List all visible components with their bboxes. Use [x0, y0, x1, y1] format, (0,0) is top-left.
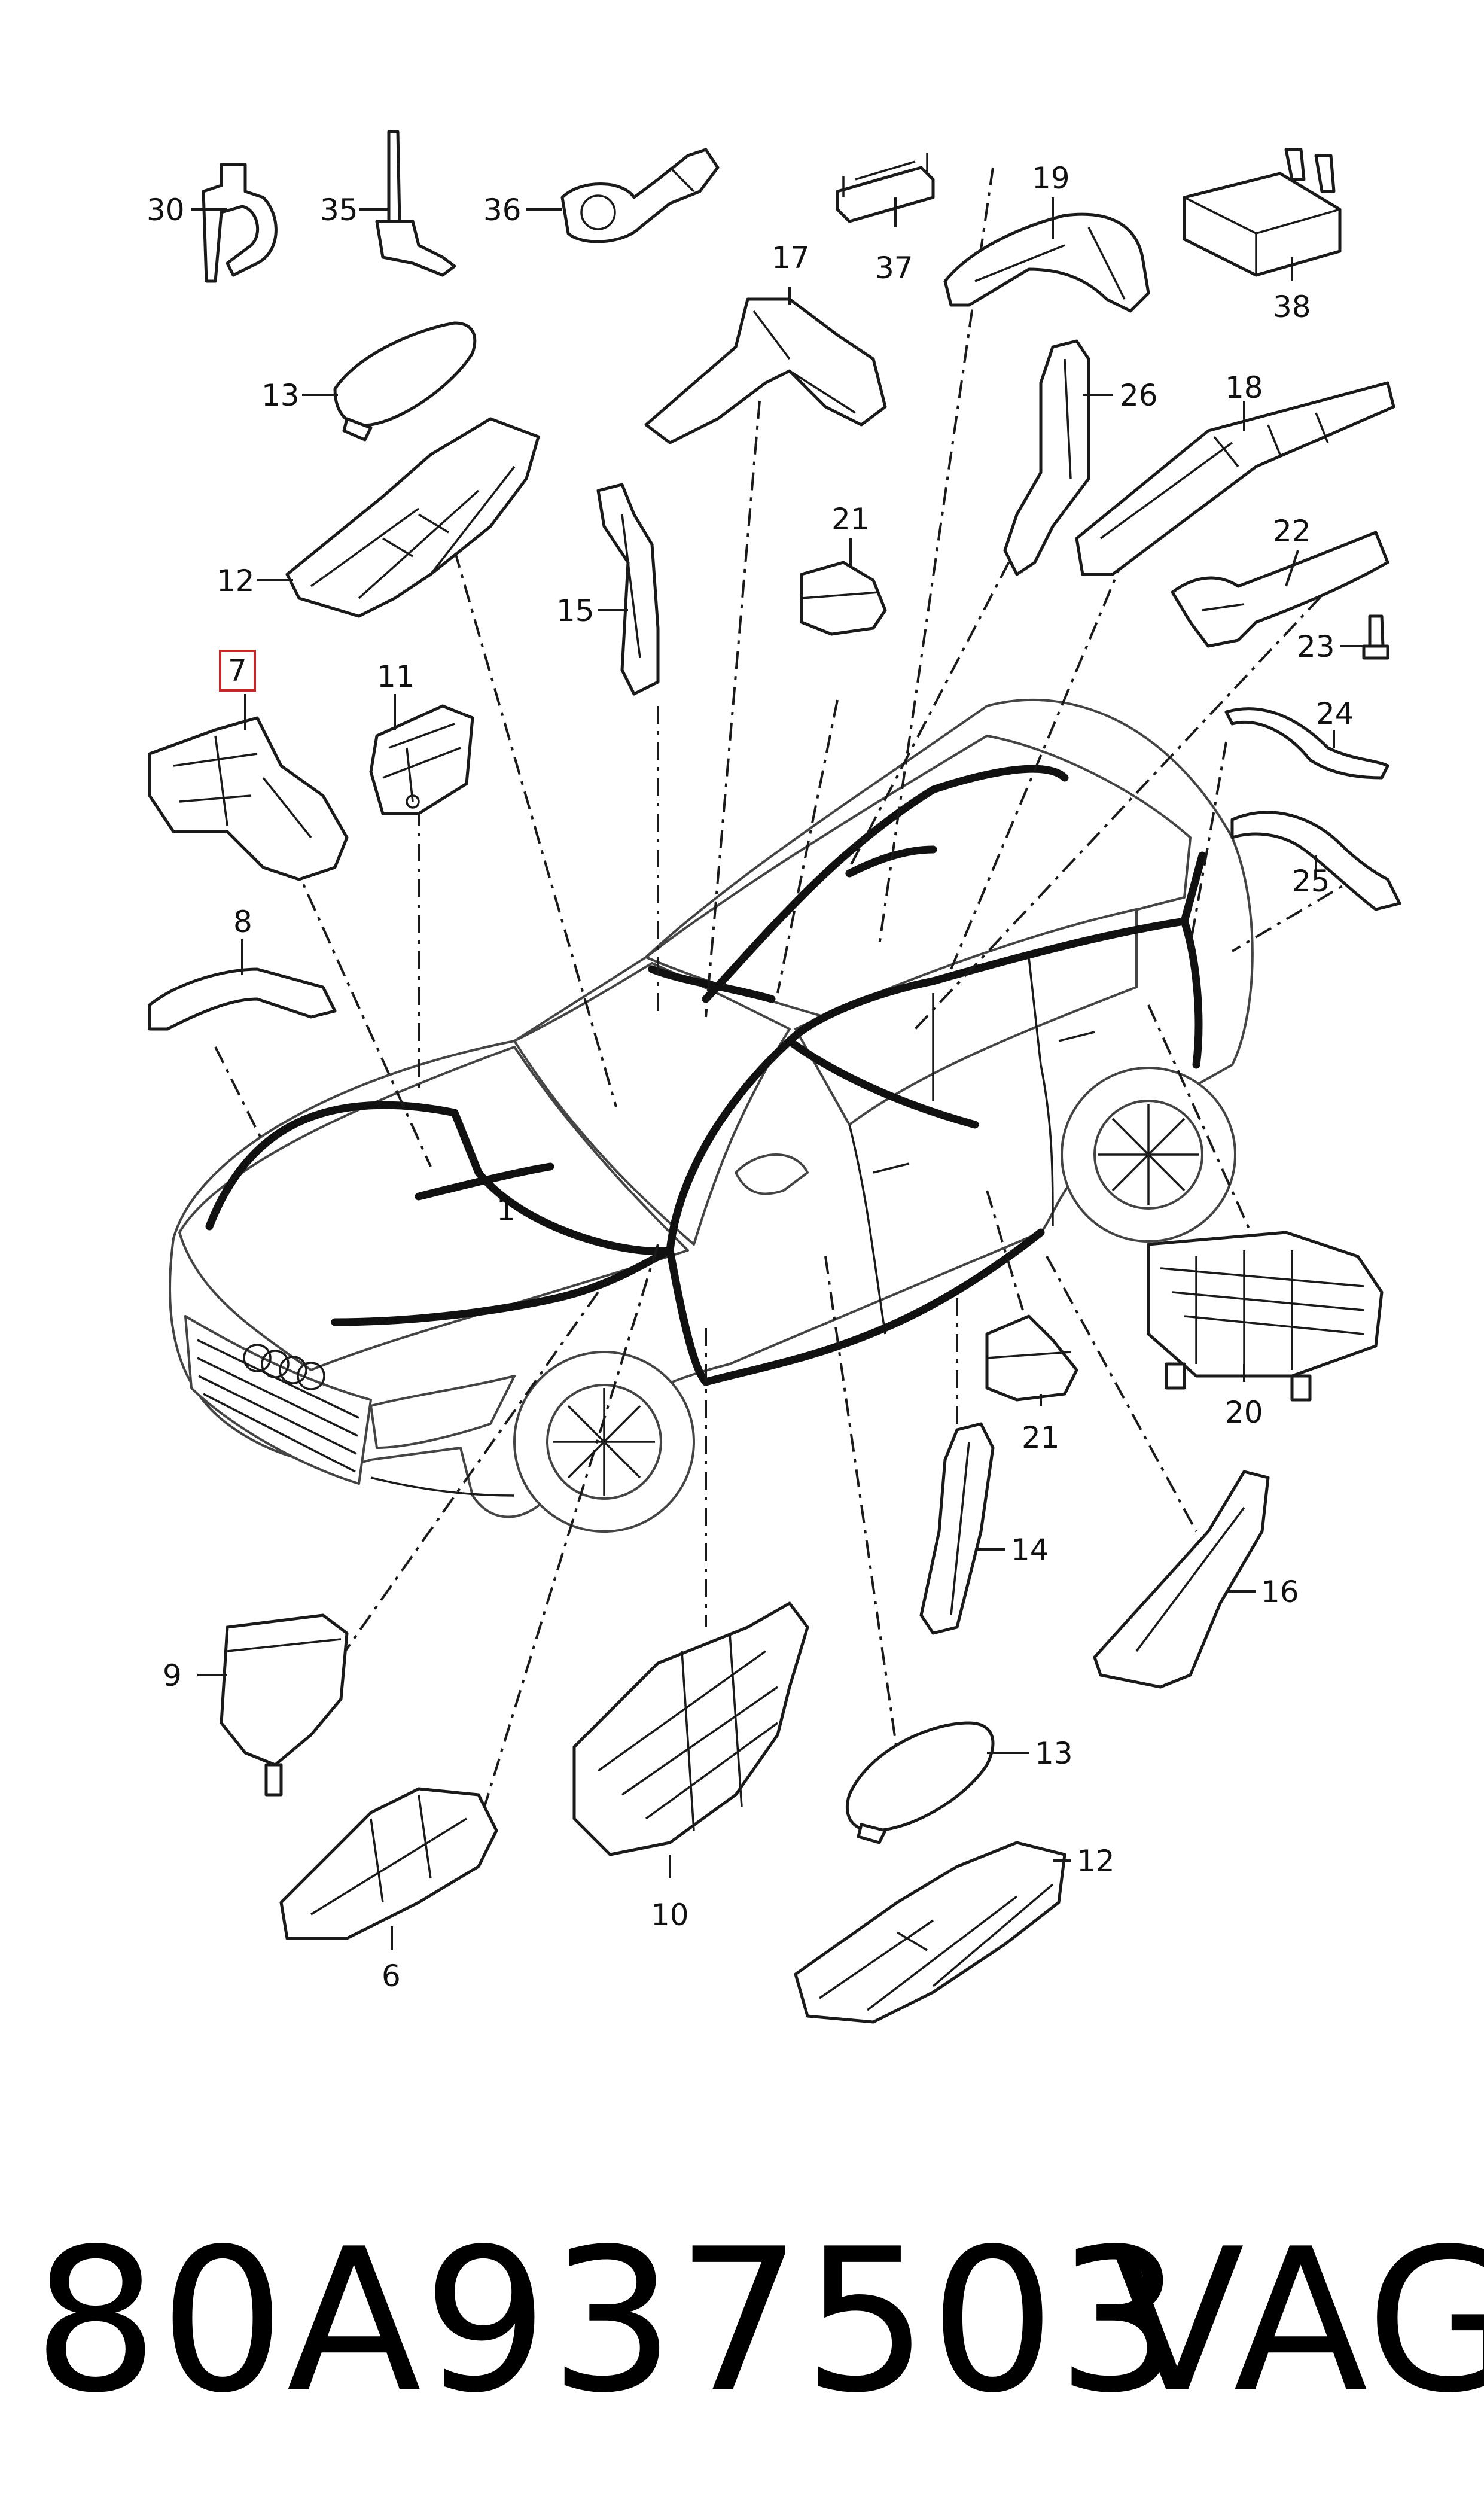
- part-25-strip: [1230, 811, 1401, 911]
- part-6-housing: [279, 1787, 498, 1940]
- part-13-cover-lower: [845, 1721, 995, 1844]
- label-35: 35: [320, 193, 358, 227]
- part-7-fuse-box: [148, 716, 349, 881]
- label-11: 11: [377, 659, 415, 694]
- label-10: 10: [651, 1898, 689, 1932]
- label-7: 7: [228, 653, 247, 688]
- label-13-lower: 13: [1035, 1736, 1073, 1771]
- part-10-control-unit: [572, 1601, 809, 1856]
- label-13-top: 13: [261, 378, 300, 413]
- part-23-screw: [1362, 614, 1389, 660]
- leader-lines: [214, 167, 1371, 1807]
- part-number: 80A937503: [33, 2206, 1184, 2436]
- label-12-lower: 12: [1077, 1844, 1115, 1878]
- label-1: 1: [496, 1193, 516, 1228]
- part-14-bracket: [919, 1422, 995, 1635]
- label-38: 38: [1273, 290, 1311, 324]
- label-21-top: 21: [831, 502, 870, 537]
- part-11-relay-carrier: [369, 704, 474, 815]
- part-13-cover-top: [333, 321, 477, 442]
- car-illustration: [169, 698, 1254, 1533]
- part-17-bracket: [644, 297, 887, 444]
- part-18-duct: [1075, 381, 1395, 576]
- label-19: 19: [1032, 161, 1070, 196]
- label-26: 26: [1120, 378, 1158, 413]
- part-21-relay-top: [800, 561, 887, 636]
- label-23: 23: [1297, 629, 1335, 664]
- label-16: 16: [1261, 1575, 1299, 1609]
- part-7-highlight-box: [219, 650, 256, 692]
- part-15-bracket: [596, 483, 660, 696]
- label-36: 36: [483, 193, 522, 227]
- part-19-bracket: [943, 212, 1150, 313]
- brand-name: VAG: [1110, 2206, 1484, 2436]
- part-30-clip: [202, 163, 278, 283]
- part-8-trim: [148, 967, 337, 1031]
- label-8: 8: [233, 905, 252, 939]
- part-20-electronics-box: [1147, 1231, 1384, 1402]
- part-22-bracket: [1171, 531, 1389, 648]
- part-24-strip: [1224, 707, 1389, 780]
- part-21-relay-lower: [985, 1314, 1078, 1402]
- label-25: 25: [1292, 864, 1330, 899]
- brand-rings-logo: [243, 1344, 325, 1390]
- part-35-bolt-bracket: [375, 130, 456, 277]
- label-17: 17: [772, 240, 810, 275]
- part-36-holder: [560, 148, 720, 243]
- label-6: 6: [382, 1959, 401, 1993]
- label-14: 14: [1011, 1533, 1049, 1567]
- part-38-tray: [1183, 148, 1342, 277]
- part-9-relay: [220, 1613, 349, 1797]
- part-26-bracket: [1003, 339, 1090, 576]
- label-12-top: 12: [217, 564, 255, 598]
- label-18: 18: [1225, 370, 1263, 405]
- label-9: 9: [163, 1658, 182, 1693]
- part-12-fuse-carrier-lower: [794, 1841, 1066, 2024]
- label-leaders: [191, 197, 1370, 1950]
- label-21-lower: 21: [1022, 1420, 1060, 1455]
- label-37: 37: [875, 251, 913, 285]
- callout-labels: 30 35 36 37 19 38 17 13 26 18 12 21 22 1…: [147, 161, 1354, 1993]
- label-15: 15: [556, 593, 595, 628]
- label-30: 30: [147, 193, 185, 227]
- part-37-bracket: [836, 153, 935, 223]
- label-20: 20: [1225, 1395, 1263, 1430]
- label-24: 24: [1316, 696, 1354, 731]
- part-16-duct: [1093, 1470, 1270, 1689]
- part-12-fuse-carrier-top: [285, 417, 540, 618]
- label-22: 22: [1273, 514, 1311, 549]
